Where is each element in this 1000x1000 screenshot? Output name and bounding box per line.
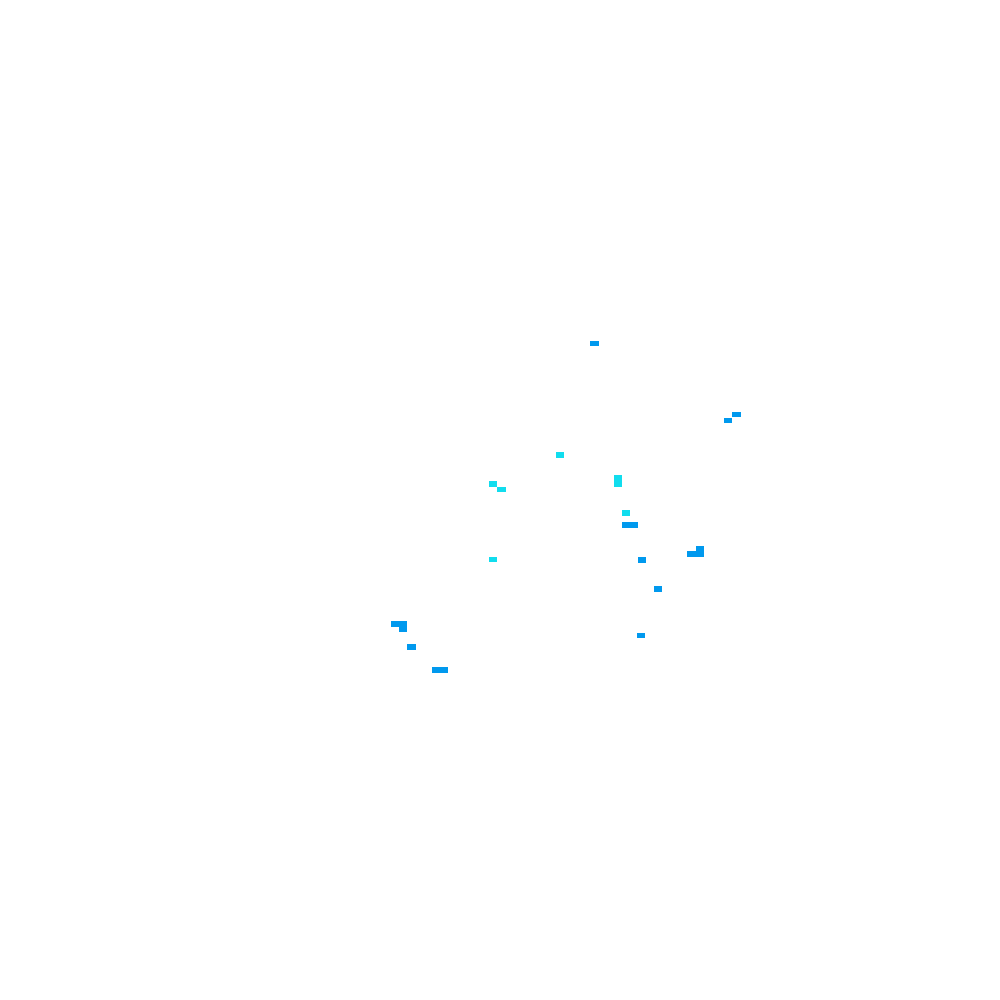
cyan-pixel-mark xyxy=(497,487,506,492)
blue-pixel-mark xyxy=(696,546,704,551)
blue-pixel-mark xyxy=(724,418,732,423)
blue-pixel-mark xyxy=(432,667,448,673)
blue-pixel-mark xyxy=(407,644,416,650)
blue-pixel-mark xyxy=(391,621,407,627)
cyan-pixel-mark xyxy=(614,475,622,487)
blue-pixel-mark xyxy=(638,557,646,563)
blue-pixel-mark xyxy=(622,522,638,528)
blue-pixel-mark xyxy=(654,586,662,592)
blue-pixel-mark xyxy=(399,627,407,632)
cyan-pixel-mark xyxy=(556,452,564,458)
blue-pixel-mark xyxy=(687,551,704,557)
blue-pixel-mark xyxy=(732,412,741,417)
cyan-pixel-mark xyxy=(489,557,497,562)
blue-pixel-mark xyxy=(637,633,645,638)
blue-pixel-mark xyxy=(590,341,599,346)
cyan-pixel-mark xyxy=(489,481,497,487)
cyan-pixel-mark xyxy=(622,510,630,516)
